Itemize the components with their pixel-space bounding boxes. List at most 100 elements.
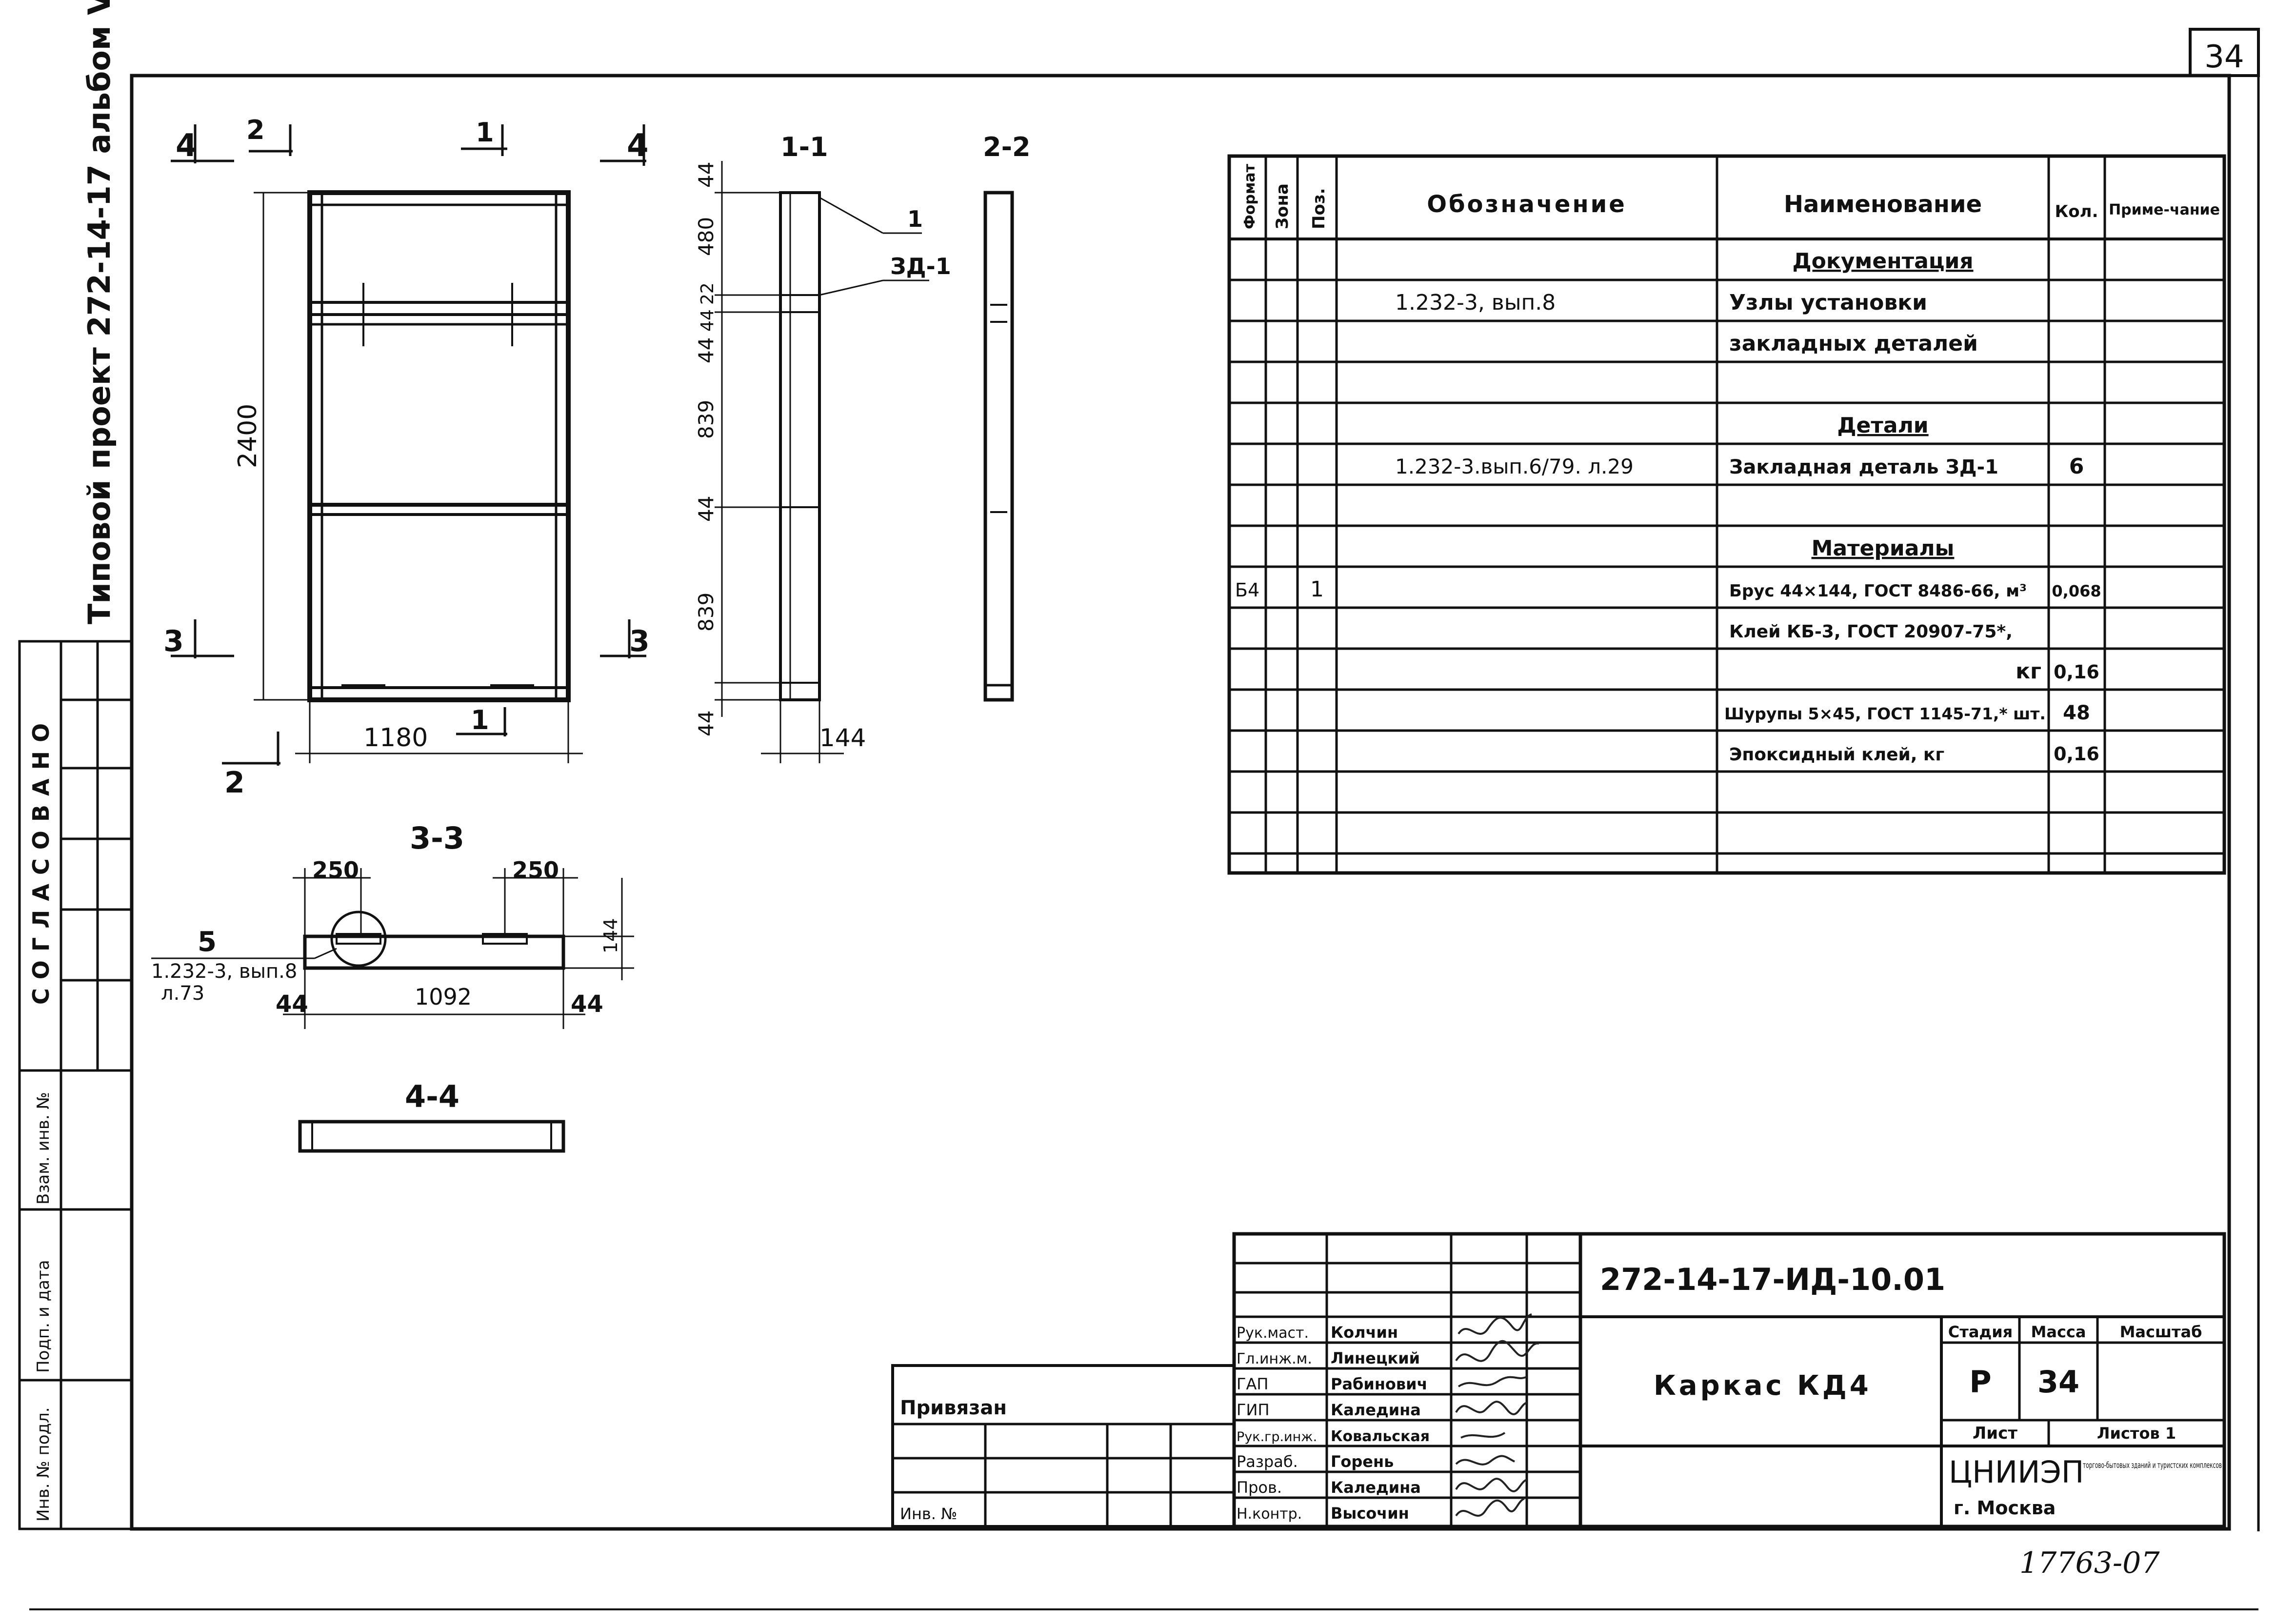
section-1-1-dim-3: 44 (698, 309, 718, 332)
name-0: Колчин (1331, 1323, 1398, 1342)
main-mark-1-top: 1 (476, 117, 494, 148)
title-bound-label: Привязан (900, 1397, 1007, 1419)
main-dim-height: 2400 (233, 404, 262, 468)
section-3-3-dim-end-left: 44 (276, 990, 308, 1018)
section-1-1-dim-7: 839 (694, 593, 718, 632)
section-3-3-callout-number: 5 (198, 926, 217, 958)
spec-row-10-name: кг (2016, 659, 2041, 684)
spec-row-1-name: Узлы установки (1729, 290, 1927, 315)
side-agreed-label: СОГЛАСОВАНО (28, 714, 54, 1005)
section-3-3-dim-span: 1092 (415, 984, 472, 1010)
section-4-4-view (298, 1120, 565, 1153)
corner-sheet-number: 34 (2204, 39, 2244, 75)
archive-stamp-number: 17763-07 (2019, 1546, 2160, 1580)
main-mark-3-left: 3 (163, 624, 184, 658)
role-5: Разраб. (1237, 1452, 1298, 1471)
spec-row-0-name: Документация (1792, 249, 1973, 274)
spec-row-5-designation: 1.232-3.вып.6/79. л.29 (1395, 455, 1634, 478)
section-1-1-dim-5: 839 (694, 400, 718, 439)
main-mark-3-right: 3 (629, 624, 650, 658)
name-3: Каледина (1331, 1401, 1421, 1419)
name-6: Каледина (1331, 1478, 1421, 1497)
section-1-1-leader-1: 1 (907, 206, 923, 232)
section-1-1-dim-bottom: 144 (819, 724, 866, 752)
main-mark-1-bottom: 1 (471, 705, 489, 735)
section-1-1-leader-zd1: ЗД-1 (890, 253, 951, 279)
title-doc-code: 272-14-17-ИД-10.01 (1600, 1262, 1945, 1297)
name-5: Горень (1331, 1452, 1394, 1471)
section-1-1-dim-2: 22 (698, 282, 718, 305)
spec-row-1-designation: 1.232-3, вып.8 (1395, 290, 1556, 315)
main-dim-width: 1180 (363, 723, 428, 753)
role-7: Н.контр. (1237, 1505, 1302, 1523)
section-1-1-dim-4: 44 (694, 337, 718, 363)
section-3-3-title: 3-3 (410, 820, 464, 856)
section-3-3-dim-height: 144 (600, 918, 621, 953)
main-mark-4-left: 4 (176, 128, 198, 164)
role-1: Гл.инж.м. (1237, 1350, 1312, 1367)
side-label-signature: Подп. и дата (34, 1260, 53, 1373)
main-mark-4-right: 4 (627, 128, 649, 164)
main-mark-2-top: 2 (246, 115, 265, 145)
name-7: Высочин (1331, 1504, 1409, 1523)
spec-row-5-qty: 6 (2069, 454, 2084, 479)
title-stage-value: Р (1969, 1364, 1991, 1400)
album-title: Типовой проект 272-14-17 альбом VII (81, 0, 117, 624)
title-mass-header: Масса (2031, 1323, 2086, 1341)
specification-table (1227, 154, 2226, 875)
section-3-3-dim-left: 250 (312, 857, 359, 883)
spec-row-4-name: Детали (1837, 413, 1928, 438)
spec-header-designation: Обозначение (1427, 191, 1627, 218)
spec-row-9-name: Клей КБ-3, ГОСТ 20907-75*, (1729, 622, 2013, 642)
section-2-2-title: 2-2 (983, 132, 1031, 162)
section-3-3-callout-sheet: л.73 (161, 982, 204, 1005)
role-4: Рук.гр.инж. (1237, 1429, 1317, 1445)
spec-row-10-qty: 0,16 (2054, 661, 2099, 683)
title-sheets-header: Листов 1 (2097, 1424, 2176, 1443)
side-label-original-inv: Инв. № подл. (34, 1407, 53, 1522)
title-product-name: Каркас КД4 (1654, 1370, 1872, 1402)
spec-row-12-name: Эпоксидный клей, кг (1729, 745, 1944, 765)
section-3-3-dim-end-right: 44 (571, 990, 603, 1018)
title-organization: ЦНИИЭП (1949, 1454, 2084, 1490)
title-mass-value: 34 (2037, 1364, 2079, 1400)
main-frame-view (171, 124, 646, 766)
section-3-3-dim-right: 250 (512, 857, 559, 883)
spec-row-11-name: Шурупы 5×45, ГОСТ 1145-71,* шт. (1724, 704, 2046, 723)
spec-header-format: Формат (1241, 163, 1258, 229)
name-4: Ковальская (1331, 1428, 1430, 1445)
role-0: Рук.маст. (1237, 1325, 1309, 1342)
section-2-2-view (983, 191, 1014, 702)
spec-row-8-pos: 1 (1310, 577, 1324, 602)
side-approval-strip (18, 640, 133, 1530)
spec-row-12-qty: 0,16 (2054, 743, 2099, 765)
spec-rows: Документация 1.232-3, вып.8 Узлы установ… (1235, 249, 2101, 765)
spec-row-8-qty: 0,068 (2052, 582, 2101, 600)
section-1-1-view (715, 161, 929, 763)
name-2: Рабинович (1331, 1375, 1428, 1393)
spec-header-pos: Поз. (1309, 188, 1329, 230)
title-signatures: Рук.маст. Колчин Гл.инж.м. Линецкий ГАП … (1237, 1323, 1430, 1523)
title-sheet-header: Лист (1973, 1424, 2017, 1443)
spec-row-8-name: Брус 44×144, ГОСТ 8486-66, м³ (1729, 581, 2027, 601)
title-scale-header: Масштаб (2120, 1323, 2202, 1341)
title-block (891, 1232, 2226, 1528)
section-1-1-dim-8: 44 (694, 711, 718, 736)
main-mark-2-bottom: 2 (224, 766, 245, 800)
signature-scribbles (1455, 1313, 1539, 1517)
section-1-1-dim-0: 44 (694, 162, 718, 188)
spec-header-name: Наименование (1784, 191, 1982, 218)
section-1-1-title: 1-1 (780, 132, 828, 162)
section-3-3-callout-ref: 1.232-3, вып.8 (151, 960, 297, 983)
section-1-1-dim-6: 44 (694, 496, 718, 522)
title-stage-header: Стадия (1948, 1323, 2013, 1341)
title-organization-sub: торгово-бытовых зданий и туристских комп… (2083, 1461, 2222, 1470)
name-1: Линецкий (1331, 1349, 1420, 1367)
spec-row-11-qty: 48 (2063, 702, 2090, 724)
spec-row-7-name: Материалы (1812, 536, 1955, 561)
section-4-4-title: 4-4 (405, 1079, 459, 1114)
role-3: ГИП (1237, 1401, 1270, 1419)
spec-row-5-name: Закладная деталь ЗД-1 (1729, 456, 1998, 478)
spec-row-2-name: закладных деталей (1729, 331, 1978, 356)
